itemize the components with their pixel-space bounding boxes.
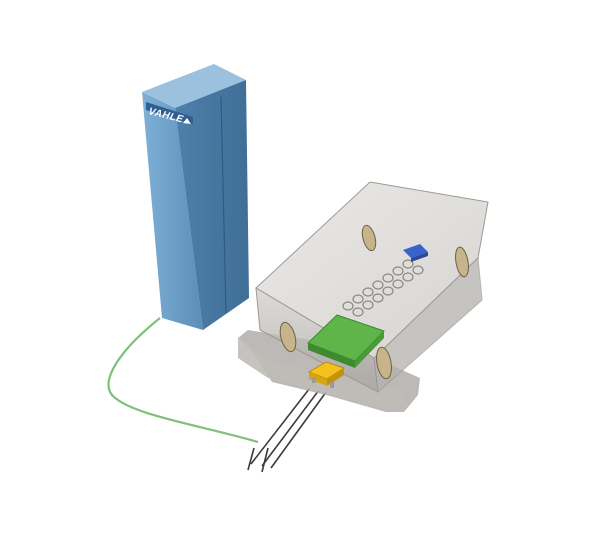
- cabinet-top: [142, 64, 246, 108]
- control-cabinet: VAHLE: [142, 64, 249, 330]
- cabinet-side: [175, 80, 249, 330]
- cabinet-logo-plate: [146, 102, 193, 124]
- vehicle-wheels: [279, 224, 469, 380]
- floor-track-conductors: [247, 383, 330, 473]
- cabinet-front: [142, 92, 203, 330]
- pickup-mount: [307, 361, 346, 388]
- supply-cable: [107, 317, 259, 444]
- vehicle: [238, 181, 489, 412]
- position-sensor: [403, 244, 428, 262]
- pickup-module: [307, 314, 385, 368]
- warning-triangle-icon: [183, 118, 191, 124]
- vehicle-right-face: [373, 256, 483, 394]
- secondary-coils: [342, 259, 424, 317]
